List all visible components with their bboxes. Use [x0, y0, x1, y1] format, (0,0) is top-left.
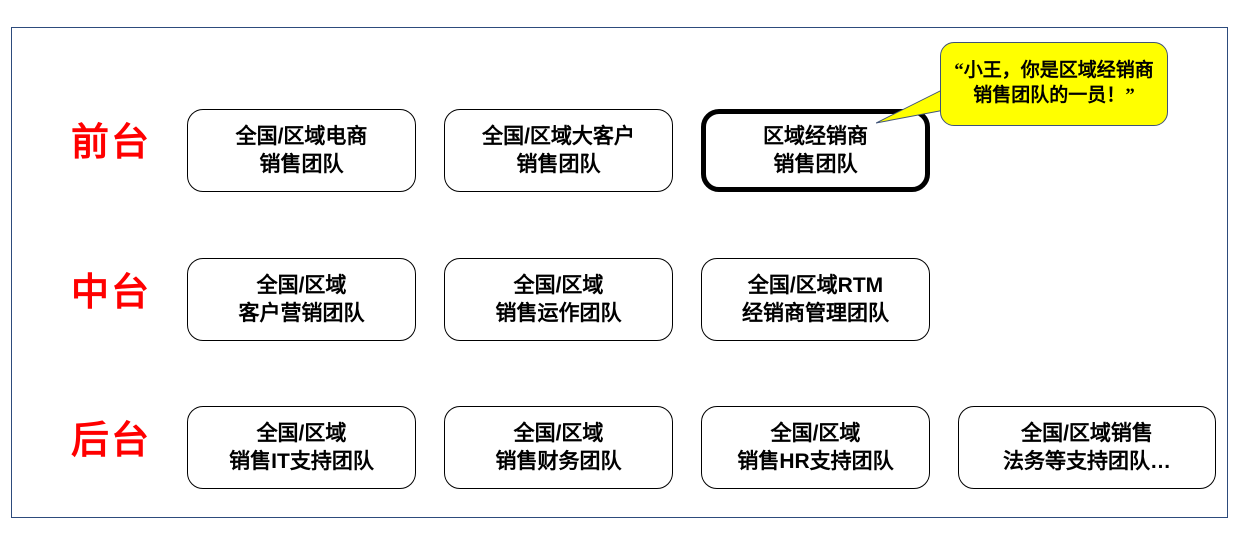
row-label-front-office: 前台: [71, 122, 152, 164]
team-box[interactable]: 全国/区域 销售运作团队: [444, 258, 673, 341]
team-box-label: 全国/区域销售 法务等支持团队…: [1003, 421, 1171, 473]
team-box-label: 全国/区域 客户营销团队: [238, 273, 365, 325]
team-box-label: 全国/区域 销售运作团队: [495, 273, 622, 325]
team-box[interactable]: 全国/区域大客户 销售团队: [444, 109, 673, 192]
team-box[interactable]: 全国/区域 销售HR支持团队: [701, 406, 930, 489]
team-box[interactable]: 全国/区域RTM 经销商管理团队: [701, 258, 930, 341]
team-box-label: 全国/区域大客户 销售团队: [482, 124, 635, 176]
team-box[interactable]: 全国/区域 销售IT支持团队: [187, 406, 416, 489]
team-box[interactable]: 全国/区域 客户营销团队: [187, 258, 416, 341]
callout-bubble: “小王，你是区域经销商销售团队的一员！”: [940, 42, 1168, 126]
team-box-label: 全国/区域 销售IT支持团队: [229, 421, 374, 473]
team-box-label: 全国/区域 销售HR支持团队: [737, 421, 894, 473]
team-box[interactable]: 全国/区域销售 法务等支持团队…: [958, 406, 1216, 489]
team-box[interactable]: 全国/区域 销售财务团队: [444, 406, 673, 489]
team-box[interactable]: 全国/区域电商 销售团队: [187, 109, 416, 192]
team-box-label: 全国/区域 销售财务团队: [495, 421, 622, 473]
team-box-label: 全国/区域电商 销售团队: [235, 124, 368, 176]
row-label-middle-office: 中台: [71, 272, 152, 314]
row-label-back-office: 后台: [71, 420, 152, 462]
team-box-highlighted[interactable]: 区域经销商 销售团队: [701, 109, 930, 192]
team-box-label: 区域经销商 销售团队: [763, 124, 868, 176]
callout-text: “小王，你是区域经销商销售团队的一员！”: [954, 60, 1154, 106]
team-box-label: 全国/区域RTM 经销商管理团队: [742, 273, 889, 325]
